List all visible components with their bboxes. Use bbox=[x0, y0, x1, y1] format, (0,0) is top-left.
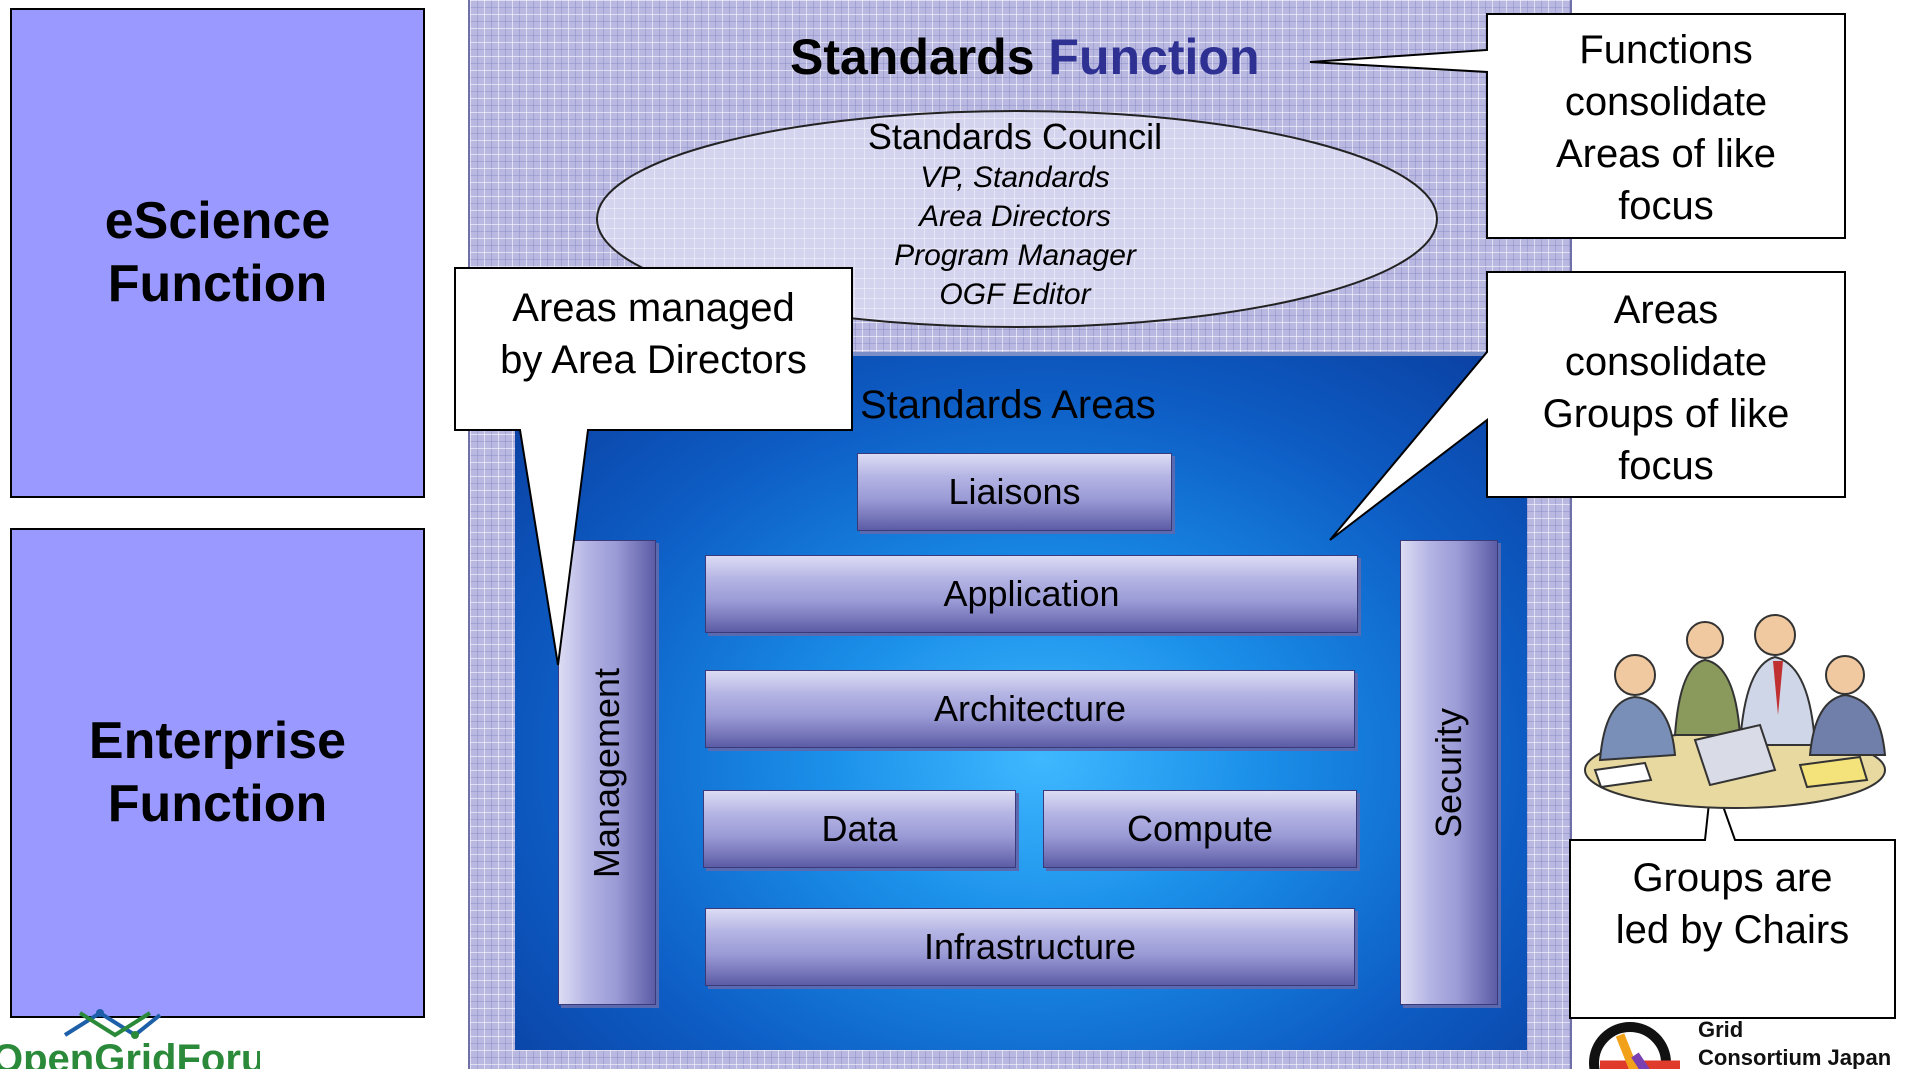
council-role-area-directors: Area Directors bbox=[919, 200, 1111, 233]
data-label: Data bbox=[821, 808, 898, 849]
callout-functions-text: Functions consolidate Areas of like focu… bbox=[1555, 28, 1777, 228]
enterprise-function-box: Enterprise Function bbox=[10, 528, 425, 1018]
meeting-people-clipart-icon bbox=[1584, 614, 1887, 809]
security-bar: Security bbox=[1400, 540, 1498, 1005]
gcj-logo: Grid Consortium Japan bbox=[1580, 1015, 1914, 1069]
callout-functions-shape bbox=[1309, 13, 1846, 239]
council-role-program-manager: Program Manager bbox=[894, 239, 1136, 272]
infrastructure-label: Infrastructure bbox=[923, 926, 1137, 967]
gcj-logo-icon bbox=[1589, 1022, 1680, 1069]
standards-title-part2: Function bbox=[1048, 29, 1260, 85]
gcj-logo-line1: Grid bbox=[1698, 1017, 1744, 1042]
council-role-vp: VP, Standards bbox=[920, 161, 1110, 194]
callout-groups-led-text: Groups are led by Chairs bbox=[1615, 856, 1850, 952]
liaisons-bar: Liaisons bbox=[857, 453, 1172, 531]
management-bar: Management bbox=[558, 540, 656, 1005]
callout-groups-led-shape bbox=[1569, 774, 1896, 1019]
standards-council-title: Standards Council bbox=[867, 116, 1163, 157]
ogf-logo: OpenGridForum bbox=[0, 1005, 260, 1069]
ogf-logo-icon bbox=[63, 1009, 162, 1039]
application-bar: Application bbox=[705, 555, 1358, 633]
compute-bar: Compute bbox=[1043, 790, 1357, 868]
standards-function-title: Standards Function bbox=[790, 28, 1310, 88]
compute-label: Compute bbox=[1126, 808, 1274, 849]
callout-areas-managed-shape bbox=[454, 267, 853, 666]
gcj-logo-line2: Consortium Japan bbox=[1698, 1045, 1892, 1069]
standards-areas-title: Standards Areas bbox=[860, 383, 1156, 427]
data-bar: Data bbox=[703, 790, 1016, 868]
callout-areas-managed-text: Areas managed by Area Directors bbox=[500, 286, 807, 382]
architecture-label: Architecture bbox=[933, 688, 1127, 729]
enterprise-function-label: Enterprise Function bbox=[88, 712, 347, 833]
council-role-ogf-editor: OGF Editor bbox=[939, 278, 1091, 311]
escience-function-label: eScience Function bbox=[104, 192, 331, 313]
standards-council-text: Standards Council VP, Standards Area Dir… bbox=[760, 116, 1270, 314]
callout-areas-consolidate-text: Areas consolidate Groups of like focus bbox=[1542, 288, 1790, 488]
escience-function-box: eScience Function bbox=[10, 8, 425, 498]
ogf-logo-text: OpenGridForum bbox=[0, 1037, 260, 1069]
application-label: Application bbox=[943, 573, 1120, 614]
infrastructure-bar: Infrastructure bbox=[705, 908, 1355, 986]
callout-areas-consolidate-shape bbox=[1329, 271, 1846, 541]
architecture-bar: Architecture bbox=[705, 670, 1355, 748]
liaisons-label: Liaisons bbox=[948, 471, 1081, 512]
standards-title-part1: Standards bbox=[790, 29, 1035, 85]
